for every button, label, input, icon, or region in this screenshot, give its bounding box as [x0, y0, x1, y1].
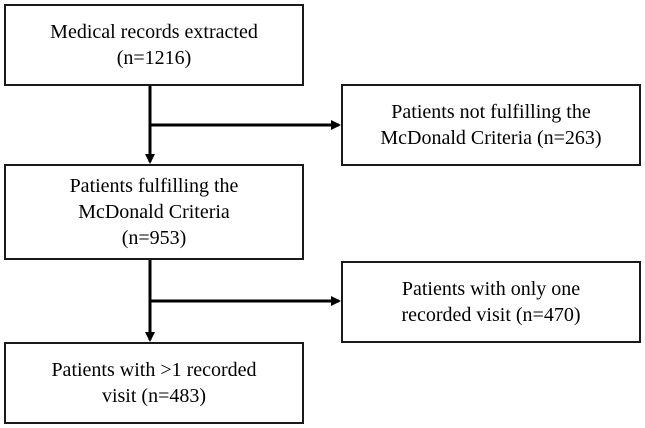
multiple-visits-count: visit (n=483) [101, 385, 207, 407]
fulfilling-box: Patients fulfilling the McDonald Criteri… [4, 164, 304, 260]
not-fulfilling-label: Patients not fulfilling the [391, 101, 591, 123]
not-fulfilling-count: McDonald Criteria (n=263) [380, 127, 602, 149]
records-extracted-label: Medical records extracted [50, 21, 258, 43]
records-extracted-box: Medical records extracted (n=1216) [4, 4, 304, 86]
fulfilling-count: (n=953) [121, 227, 187, 249]
multiple-visits-box: Patients with >1 recorded visit (n=483) [4, 342, 304, 424]
one-visit-count: recorded visit (n=470) [401, 304, 581, 326]
one-visit-label: Patients with only one [401, 278, 581, 300]
one-visit-box: Patients with only one recorded visit (n… [341, 261, 641, 343]
records-extracted-count: (n=1216) [116, 47, 192, 69]
not-fulfilling-box: Patients not fulfilling the McDonald Cri… [341, 84, 641, 166]
fulfilling-label: Patients fulfilling the [69, 175, 239, 197]
fulfilling-criteria: McDonald Criteria [78, 201, 230, 223]
multiple-visits-label: Patients with >1 recorded [51, 359, 257, 381]
